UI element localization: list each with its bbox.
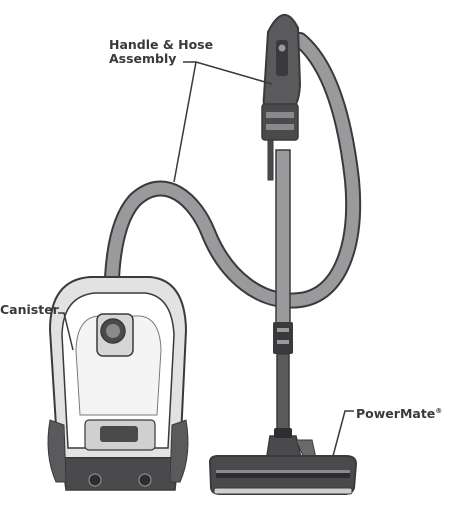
handle-label-line2: Assembly xyxy=(109,51,177,66)
canister-label: Canister xyxy=(0,302,59,317)
canister-leader-line xyxy=(58,312,74,351)
wand-assembly xyxy=(208,14,358,495)
hose-leader-line xyxy=(173,61,197,183)
canister-body xyxy=(47,276,189,491)
handle-label-line1: Handle & Hose xyxy=(109,37,214,52)
hose xyxy=(103,32,362,334)
handle-hose-assembly-label: Handle & Hose Assembly xyxy=(109,38,213,66)
registered-mark: ® xyxy=(435,407,443,415)
powermate-label: PowerMate® xyxy=(356,404,442,421)
powermate-leader-line xyxy=(332,410,354,457)
powermate-label-text: PowerMate xyxy=(356,406,436,421)
callout-lines xyxy=(58,61,354,457)
